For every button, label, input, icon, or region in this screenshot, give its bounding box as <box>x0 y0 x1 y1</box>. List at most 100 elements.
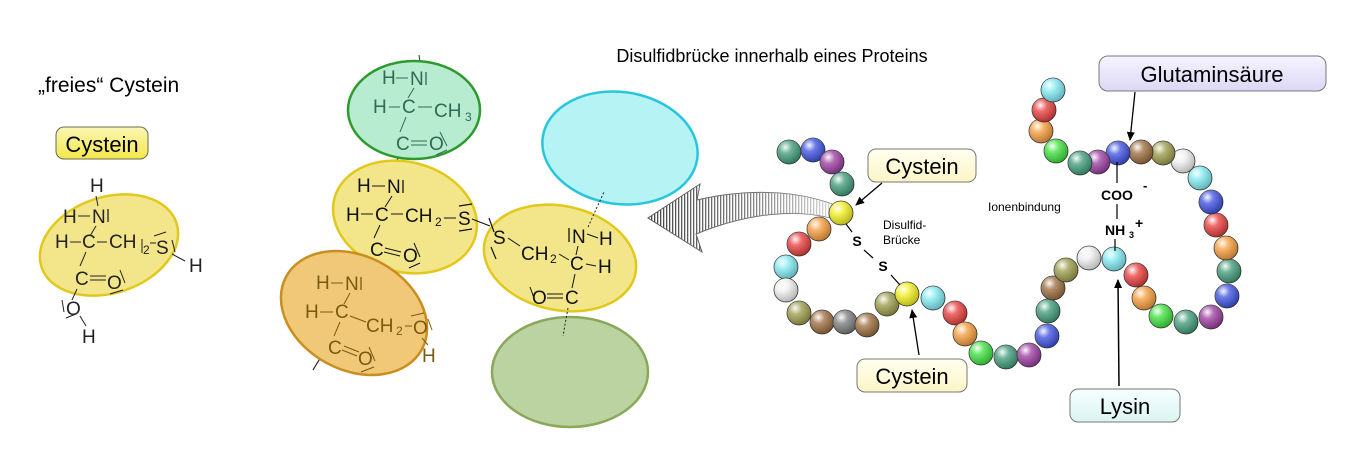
carboxylate-label: COO <box>1101 187 1133 203</box>
amino-acid-bead-brown <box>809 309 835 335</box>
amino-acid-bead-teal <box>1216 258 1242 284</box>
ionic-bond: Ionenbindung COO - NH 3 + <box>988 162 1147 251</box>
amino-acid-bead-white <box>773 277 799 303</box>
amino-acid-bead-green <box>968 340 994 366</box>
amino-acid-bead-red <box>1123 262 1149 288</box>
amino-acid-bead-olive <box>1150 140 1176 166</box>
atom-h: H <box>63 207 77 228</box>
amino-acid-alanine <box>346 59 482 161</box>
disulfide-label-line1: Disulfid- <box>883 218 926 232</box>
atom-o: O <box>413 318 428 339</box>
amino-acid-bead-teal <box>1035 298 1061 324</box>
cysteine-left-structure: H N H C CH 2 S C O <box>346 176 473 269</box>
atom-s: S <box>458 209 471 230</box>
amino-acid-bead-brown <box>1128 139 1154 165</box>
disulfide-label-line2: Brücke <box>883 233 921 247</box>
atom-o: O <box>532 288 547 309</box>
amino-acid-bead-red <box>1031 97 1057 123</box>
atom-h: H <box>422 346 436 367</box>
atom-c: C <box>565 288 579 309</box>
atom-ch: CH <box>405 206 432 227</box>
carboxylate-charge: - <box>1143 178 1147 193</box>
atom-h: H <box>599 229 613 250</box>
callout-cysteine-bottom: Cystein <box>856 309 968 393</box>
subscript: 2 <box>396 324 403 338</box>
amino-acid-bead-brown <box>854 312 880 338</box>
callout-glutamic-acid: Glutaminsäure <box>1098 55 1327 141</box>
atom-c: C <box>335 302 349 323</box>
free-cysteine-structure: H H N H C CH 2 S H C O <box>55 176 203 348</box>
amino-acid-bead-green <box>1148 303 1174 329</box>
amino-acid-bead-red <box>1203 212 1229 238</box>
amino-acid-serine <box>279 249 429 377</box>
atom-h: H <box>316 273 330 294</box>
atom-s: S <box>156 238 169 259</box>
serine-structure: H N H C CH 2 O H C O <box>305 273 436 373</box>
alanine-structure: H N H C CH 3 C O <box>373 68 472 156</box>
atom-ch: CH <box>366 316 393 337</box>
amino-acid-bead-cyan <box>1187 165 1213 191</box>
free-cysteine-heading: „freies“ Cystein <box>38 74 179 97</box>
amino-acid-bead-orange <box>952 321 978 347</box>
amino-acid-bead-yellow <box>828 200 854 226</box>
atom-h: H <box>55 232 69 253</box>
ammonium-subscript: 3 <box>1129 230 1134 240</box>
atom-n: N <box>345 274 359 295</box>
amino-acid-bead-cyan <box>773 254 799 280</box>
atom-h: H <box>82 327 96 348</box>
atom-n: N <box>387 177 401 198</box>
amino-acid-bead-red <box>786 231 812 257</box>
protein-bead-chain <box>773 77 1242 370</box>
disulfide-bridge: S S Disulfid- Brücke <box>845 218 926 286</box>
sulfur-2-label: S <box>878 258 887 274</box>
amino-acid-bead-blue <box>800 137 826 163</box>
atom-o: O <box>107 273 122 294</box>
atom-s: S <box>493 228 506 249</box>
amino-acid-bead-teal <box>1173 309 1199 335</box>
amino-acid-bead-cyan <box>1101 246 1127 272</box>
free-cysteine-badge: Cystein <box>55 126 149 160</box>
ammonium-charge: + <box>1135 215 1143 231</box>
atom-ch: CH <box>521 244 548 265</box>
amino-acid-bead-teal <box>993 344 1019 370</box>
atom-c: C <box>82 232 96 253</box>
amino-acid-bead-olive <box>1053 257 1079 283</box>
atom-c: C <box>75 269 89 290</box>
amino-acid-olive <box>490 315 650 429</box>
callout-lysine: Lysin <box>1069 279 1181 423</box>
amino-acid-bead-purple <box>1198 304 1224 330</box>
amino-acid-bead-white <box>1076 245 1102 271</box>
subscript: 2 <box>143 243 150 257</box>
amino-acid-bead-blue <box>1214 283 1240 309</box>
sulfur-1-label: S <box>852 233 861 249</box>
amino-acid-bead-cyan <box>920 285 946 311</box>
atom-n: N <box>92 207 106 228</box>
callout-lysine-label: Lysin <box>1100 394 1151 419</box>
free-cysteine-ellipse <box>38 193 180 297</box>
atom-ch: CH <box>109 232 136 253</box>
amino-acid-bead-red <box>942 300 968 326</box>
amino-acid-bead-blue <box>1034 323 1060 349</box>
ionic-bond-label: Ionenbindung <box>988 200 1061 214</box>
amino-acid-bead-yellow <box>894 281 920 307</box>
amino-acid-bead-brown <box>1040 275 1066 301</box>
atom-h: H <box>90 176 104 197</box>
diagram-title: Disulfidbrücke innerhalb eines Proteins <box>616 46 927 66</box>
amino-acid-cysteine-right <box>482 203 638 313</box>
atom-o: O <box>66 299 81 320</box>
amino-acid-bead-orange <box>1213 235 1239 261</box>
atom-c: C <box>402 97 416 118</box>
cysteine-right-structure: S CH 2 N H C H O C <box>488 217 613 309</box>
atom-h: H <box>382 68 396 89</box>
callout-cysteine-top: Cystein <box>855 148 977 206</box>
atom-c: C <box>375 205 389 226</box>
amino-acid-cyan <box>541 90 699 206</box>
atom-o: O <box>403 246 418 267</box>
atom-h: H <box>357 176 371 197</box>
atom-o: O <box>358 349 373 370</box>
amino-acid-bead-orange <box>806 216 832 242</box>
amino-acid-bead-olive <box>786 300 812 326</box>
amino-acid-bead-orange <box>1028 118 1054 144</box>
atom-c: C <box>328 338 342 359</box>
amino-acid-bead-purple <box>1016 342 1042 368</box>
